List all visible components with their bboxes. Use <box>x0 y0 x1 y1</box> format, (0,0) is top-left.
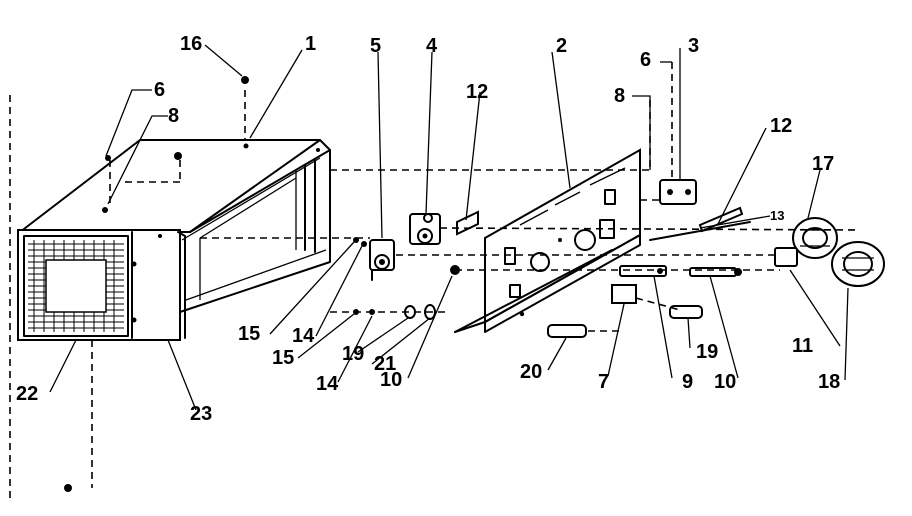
callout-10-left: 10 <box>380 369 402 391</box>
component-9-shaft <box>619 265 667 277</box>
callout-11: 11 <box>792 335 813 357</box>
component-13-rod <box>649 221 751 241</box>
knob-17 <box>792 217 838 259</box>
component-4-switch <box>409 213 441 245</box>
callout-12-top: 12 <box>466 81 488 103</box>
callout-15-top: 15 <box>238 323 260 345</box>
assembly-lines <box>9 62 861 500</box>
callout-2: 2 <box>556 35 567 57</box>
callout-labels: 1 16 6 8 5 4 12 2 6 3 8 12 13 17 11 18 1… <box>16 33 840 425</box>
knob-18 <box>831 241 885 287</box>
callout-12-right: 12 <box>770 115 792 137</box>
callout-10-right: 10 <box>714 371 736 393</box>
component-5-switch <box>369 239 395 281</box>
component-20-bushing <box>547 324 587 338</box>
callout-14-bottom: 14 <box>316 373 339 395</box>
callout-1: 1 <box>305 33 316 55</box>
callout-4: 4 <box>426 35 438 57</box>
callout-19-left: 19 <box>342 343 364 365</box>
callout-6-left: 6 <box>154 79 165 101</box>
component-12-label <box>456 210 479 236</box>
callout-5: 5 <box>370 35 381 57</box>
callout-17: 17 <box>812 153 834 175</box>
component-19-bushing <box>669 305 703 319</box>
callout-3: 3 <box>688 35 699 57</box>
callout-8-left: 8 <box>168 105 179 127</box>
front-panel <box>17 229 186 341</box>
component-12-strip <box>698 206 744 233</box>
callout-6-right: 6 <box>640 49 651 71</box>
component-11 <box>774 247 798 267</box>
callout-21: 21 <box>374 353 396 375</box>
component-3-relay <box>659 179 697 205</box>
callout-8-right: 8 <box>614 85 625 107</box>
callout-18: 18 <box>818 371 840 393</box>
control-panel <box>454 148 641 333</box>
callout-19-right: 19 <box>696 341 718 363</box>
leader-lines <box>49 44 849 411</box>
callout-15-bottom: 15 <box>272 347 294 369</box>
callout-23: 23 <box>190 403 212 425</box>
callout-14-top: 14 <box>292 325 315 347</box>
callout-16: 16 <box>180 33 202 55</box>
callout-7: 7 <box>598 371 609 393</box>
callout-13: 13 <box>770 208 784 223</box>
callout-22: 22 <box>16 383 38 405</box>
component-7-bracket <box>611 284 637 304</box>
callout-9: 9 <box>682 371 693 393</box>
callout-20: 20 <box>520 361 542 383</box>
